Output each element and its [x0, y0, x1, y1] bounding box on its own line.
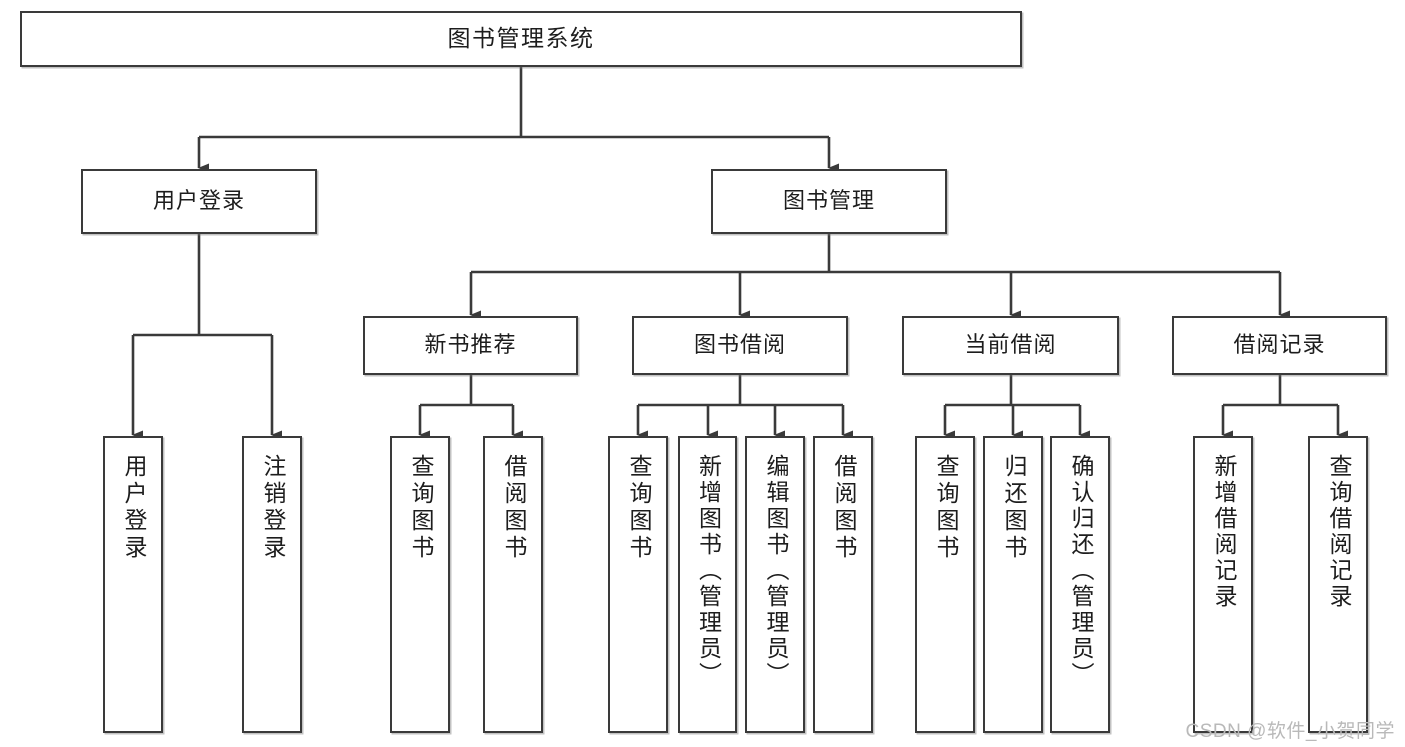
node-leaf-add-record[interactable]: 新增借阅记录 — [1193, 436, 1253, 733]
node-leaf-query-book-1[interactable]: 查询图书 — [390, 436, 450, 733]
node-borrow-record[interactable]: 借阅记录 — [1172, 316, 1387, 375]
node-leaf-confirm-return-label: 确认归还（管理员） — [1067, 454, 1094, 688]
node-leaf-user-logout-label: 注销登录 — [259, 454, 286, 562]
node-leaf-add-book-label: 新增图书（管理员） — [695, 454, 722, 688]
node-root[interactable]: 图书管理系统 — [20, 11, 1022, 67]
node-book-manage[interactable]: 图书管理 — [711, 169, 947, 234]
node-new-book-recommend-label: 新书推荐 — [424, 332, 517, 358]
node-user-login[interactable]: 用户登录 — [81, 169, 317, 234]
node-leaf-query-book-1-label: 查询图书 — [407, 454, 434, 562]
node-current-borrow[interactable]: 当前借阅 — [902, 316, 1119, 375]
node-leaf-edit-book-label: 编辑图书（管理员） — [762, 454, 789, 688]
node-leaf-add-record-label: 新增借阅记录 — [1210, 454, 1237, 610]
node-leaf-user-logout[interactable]: 注销登录 — [242, 436, 302, 733]
node-book-borrow[interactable]: 图书借阅 — [632, 316, 848, 375]
node-leaf-confirm-return[interactable]: 确认归还（管理员） — [1050, 436, 1110, 733]
node-leaf-return-book-label: 归还图书 — [1000, 454, 1027, 562]
node-leaf-query-book-2[interactable]: 查询图书 — [608, 436, 668, 733]
node-user-login-label: 用户登录 — [152, 188, 245, 214]
node-leaf-borrow-book-2-label: 借阅图书 — [830, 454, 857, 562]
node-leaf-user-login[interactable]: 用户登录 — [103, 436, 163, 733]
node-leaf-query-book-2-label: 查询图书 — [625, 454, 652, 562]
node-current-borrow-label: 当前借阅 — [964, 332, 1057, 358]
node-book-manage-label: 图书管理 — [782, 188, 875, 214]
node-root-label: 图书管理系统 — [447, 25, 595, 52]
node-borrow-record-label: 借阅记录 — [1233, 332, 1326, 358]
node-leaf-borrow-book-2[interactable]: 借阅图书 — [813, 436, 873, 733]
node-leaf-borrow-book-1[interactable]: 借阅图书 — [483, 436, 543, 733]
node-book-borrow-label: 图书借阅 — [693, 332, 786, 358]
node-leaf-user-login-label: 用户登录 — [120, 454, 147, 562]
node-leaf-query-record[interactable]: 查询借阅记录 — [1308, 436, 1368, 733]
node-leaf-return-book[interactable]: 归还图书 — [983, 436, 1043, 733]
node-leaf-query-book-3-label: 查询图书 — [932, 454, 959, 562]
node-leaf-edit-book[interactable]: 编辑图书（管理员） — [745, 436, 805, 733]
node-new-book-recommend[interactable]: 新书推荐 — [363, 316, 578, 375]
node-leaf-borrow-book-1-label: 借阅图书 — [500, 454, 527, 562]
node-leaf-add-book[interactable]: 新增图书（管理员） — [678, 436, 737, 733]
node-leaf-query-book-3[interactable]: 查询图书 — [915, 436, 975, 733]
node-leaf-query-record-label: 查询借阅记录 — [1325, 454, 1352, 610]
watermark: CSDN @软件_小贺同学 — [1185, 721, 1395, 742]
